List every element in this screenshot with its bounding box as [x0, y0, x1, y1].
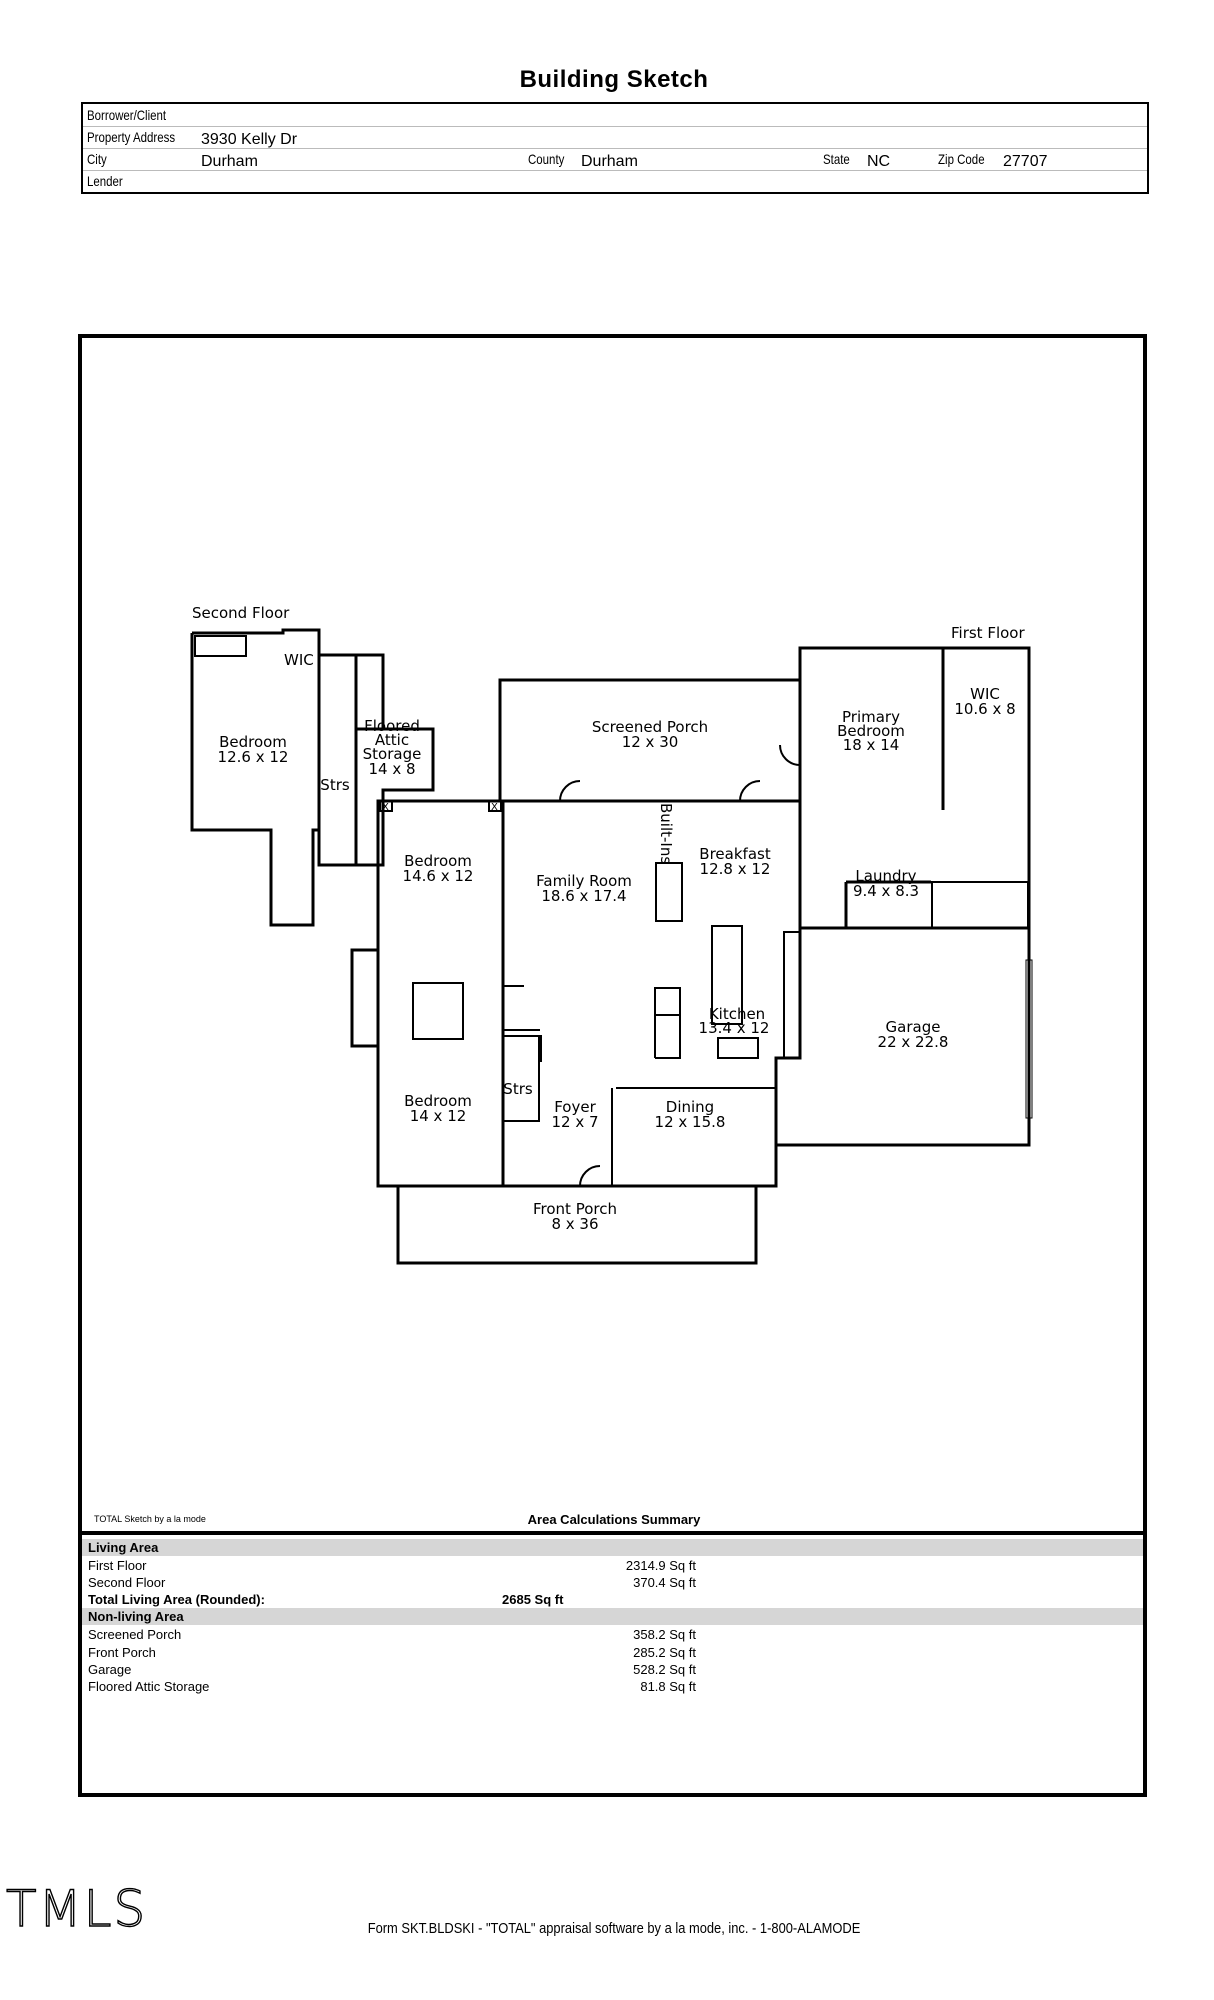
county-value: Durham [581, 153, 638, 170]
strs2-label: Strs [320, 776, 350, 794]
primary-label-2: Bedroom [837, 722, 905, 740]
bedroom2-label: Bedroom [219, 733, 287, 751]
zip-label: Zip Code [938, 151, 985, 167]
primary-wing-outline [798, 646, 1031, 930]
city-value: Durham [201, 153, 258, 170]
footer-text: Form SKT.BLDSKI - "TOTAL" appraisal soft… [367, 1920, 861, 1937]
primary-dim: 18 x 14 [843, 736, 900, 754]
bedroom-a-label: Bedroom [404, 852, 472, 870]
summary-row-name: Floored Attic Storage [88, 1679, 210, 1694]
second-floor-label: Second Floor [192, 604, 290, 622]
mls-logo: TMLS [6, 1886, 147, 1936]
city-row: City Durham County Durham State NC Zip C… [83, 148, 1147, 171]
summary-row-value: 81.8 Sq ft [640, 1679, 696, 1694]
summary-row: First Floor 2314.9 Sq ft [82, 1557, 1143, 1574]
bay-window [350, 948, 380, 1048]
total-value: 2685 Sq ft [502, 1592, 564, 1607]
foyer-dim: 12 x 7 [551, 1113, 598, 1131]
breakfast-dim: 12.8 x 12 [700, 860, 771, 878]
main-wall [503, 799, 802, 928]
summary-row-value: 370.4 Sq ft [633, 1575, 696, 1590]
front-porch-outline [396, 1184, 758, 1265]
nonliving-area-heading: Non-living Area [82, 1608, 1143, 1625]
summary-row-name: Front Porch [88, 1645, 156, 1660]
bedroom-a-dim: 14.6 x 12 [403, 867, 474, 885]
room-labels: Second Floor First Floor WIC Bedroom 12.… [192, 604, 1025, 1233]
summary-row-name: Second Floor [88, 1575, 166, 1590]
kitchen-label: Kitchen [709, 1005, 765, 1023]
summary-row: Garage 528.2 Sq ft [82, 1661, 1143, 1678]
city-label: City [87, 151, 107, 167]
lender-label: Lender [87, 173, 123, 189]
borrower-label: Borrower/Client [87, 107, 167, 123]
first-floor-label: First Floor [951, 624, 1025, 642]
wic1-dim: 10.6 x 8 [954, 700, 1015, 718]
summary-row: Screened Porch 358.2 Sq ft [82, 1626, 1143, 1643]
front-porch-dim: 8 x 36 [551, 1215, 598, 1233]
screened-porch-dim: 12 x 30 [622, 733, 679, 751]
state-value: NC [867, 153, 891, 170]
address-label: Property Address [87, 129, 176, 145]
builtins-label: Built-Ins [657, 803, 675, 864]
mls-logo-text: TMLS [6, 1886, 147, 1936]
wic2-label: WIC [284, 651, 314, 669]
attic-dim: 14 x 8 [368, 760, 415, 778]
x-mark: X [382, 802, 389, 813]
attic-label-2: Attic [375, 731, 409, 749]
lender-row: Lender [83, 170, 1147, 192]
summary-row-value: 285.2 Sq ft [633, 1645, 696, 1660]
summary-row-name: Screened Porch [88, 1627, 182, 1642]
summary-row: Front Porch 285.2 Sq ft [82, 1644, 1143, 1661]
bedroom2-dim: 12.6 x 12 [218, 748, 289, 766]
state-label: State [823, 151, 850, 167]
summary-title: Area Calculations Summary [527, 1512, 701, 1527]
sketch-frame [78, 334, 1147, 1797]
summary-row-name: Garage [88, 1662, 132, 1677]
laundry-label: Laundry [855, 867, 916, 885]
front-porch-label: Front Porch [533, 1200, 617, 1218]
borrower-row: Borrower/Client [83, 104, 1147, 127]
dining-label: Dining [666, 1098, 714, 1116]
breakfast-label: Breakfast [699, 845, 771, 863]
summary-row-name: First Floor [88, 1558, 147, 1573]
x-mark: X [491, 802, 498, 813]
bedroom-b-dim: 14 x 12 [410, 1107, 467, 1125]
floor-plan-details [194, 635, 1033, 1187]
screened-porch-label: Screened Porch [592, 718, 708, 736]
primary-label-1: Primary [842, 708, 900, 726]
area-summary-table: Living Area First Floor 2314.9 Sq ft Sec… [82, 1531, 1143, 1797]
bedroom-b-label: Bedroom [404, 1092, 472, 1110]
address-value: 3930 Kelly Dr [201, 131, 298, 148]
property-header-table: Borrower/Client Property Address 3930 Ke… [81, 102, 1149, 194]
summary-total-row: Total Living Area (Rounded): 2685 Sq ft [82, 1591, 1143, 1608]
zip-value: 27707 [1003, 153, 1048, 170]
living-area-heading: Living Area [82, 1539, 1143, 1556]
attic-label-3: Storage [363, 745, 422, 763]
summary-row-value: 528.2 Sq ft [633, 1662, 696, 1677]
laundry-dim: 9.4 x 8.3 [853, 882, 919, 900]
foyer-label: Foyer [554, 1098, 596, 1116]
page-title: Building Sketch [519, 66, 709, 93]
second-floor-outline [190, 628, 435, 927]
summary-row: Second Floor 370.4 Sq ft [82, 1574, 1143, 1591]
kitchen-dim: 13.4 x 12 [699, 1019, 770, 1037]
attic-label-1: Floored [364, 717, 420, 735]
summary-row-value: 358.2 Sq ft [633, 1627, 696, 1642]
family-room-label: Family Room [536, 872, 632, 890]
dining-dim: 12 x 15.8 [655, 1113, 726, 1131]
wic1-label: WIC [970, 685, 1000, 703]
county-label: County [528, 151, 565, 167]
address-row: Property Address 3930 Kelly Dr [83, 126, 1147, 149]
summary-row-value: 2314.9 Sq ft [625, 1558, 696, 1573]
garage-dim: 22 x 22.8 [878, 1033, 949, 1051]
garage-label: Garage [886, 1018, 941, 1036]
sketch-credit: TOTAL Sketch by a la mode [94, 1514, 206, 1524]
family-room-dim: 18.6 x 17.4 [541, 887, 626, 905]
summary-row: Floored Attic Storage 81.8 Sq ft [82, 1678, 1143, 1695]
total-label: Total Living Area (Rounded): [88, 1592, 265, 1607]
strs1-label: Strs [503, 1080, 533, 1098]
